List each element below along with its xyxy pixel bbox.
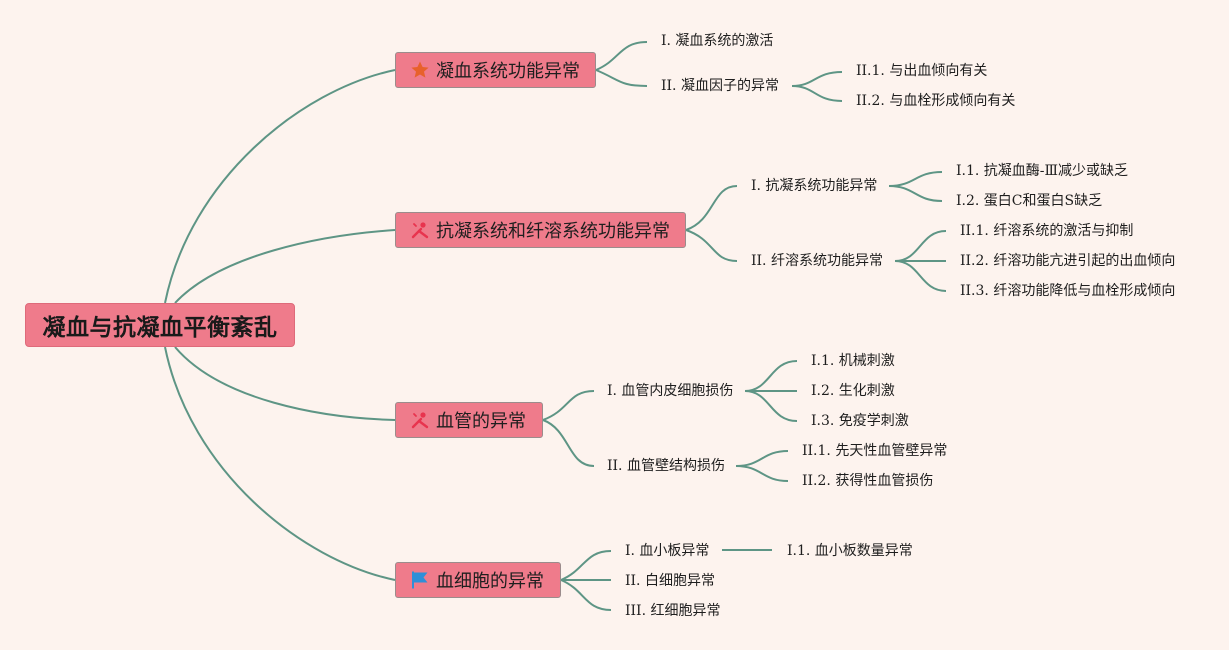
subtopic[interactable]: II. 纤溶系统功能异常: [751, 253, 883, 269]
leaf-topic[interactable]: I.2. 蛋白C和蛋白S缺乏: [956, 193, 1103, 209]
subtopic[interactable]: I. 抗凝系统功能异常: [751, 178, 878, 194]
subtopic[interactable]: II. 凝血因子的异常: [661, 78, 779, 94]
branch-label: 血细胞的异常: [436, 571, 544, 592]
edge-b1-c2: [595, 69, 648, 87]
root-label: 凝血与抗凝血平衡紊乱: [42, 315, 278, 341]
edge-b4-c3: [560, 579, 612, 611]
edge-b3c2-g2: [735, 465, 789, 482]
branch-label: 血管的异常: [436, 411, 526, 432]
edge-root-b2: [174, 229, 396, 304]
branch-label: 抗凝系统和纤溶系统功能异常: [436, 221, 670, 242]
leaf-topic[interactable]: II.2. 纤溶功能亢进引起的出血倾向: [960, 253, 1176, 269]
edge-b3c1-g1: [744, 360, 798, 392]
leaf-topic[interactable]: II.1. 与出血倾向有关: [856, 63, 988, 79]
edge-b1-c1: [595, 41, 648, 71]
edge-b3-c2: [542, 419, 595, 467]
edge-b2-c1: [685, 185, 738, 231]
leaf-topic[interactable]: II.2. 获得性血管损伤: [802, 473, 934, 489]
edge-root-b4: [164, 346, 396, 581]
leaf-topic[interactable]: I.1. 血小板数量异常: [787, 543, 913, 559]
edge-b1c2-g1: [791, 71, 843, 87]
subtopic[interactable]: III. 红细胞异常: [625, 603, 721, 619]
flag-icon: [410, 570, 430, 590]
star-icon: [410, 60, 430, 80]
leaf-topic[interactable]: II.3. 纤溶功能降低与血栓形成倾向: [960, 283, 1176, 299]
branch-label: 凝血系统功能异常: [436, 61, 580, 82]
edge-b2c2-g3: [894, 260, 947, 292]
edge-b1c2-g2: [791, 85, 843, 102]
leaf-topic[interactable]: I.3. 免疫学刺激: [811, 413, 909, 429]
edge-b2c1-g2: [888, 185, 943, 202]
branch-coagulation[interactable]: 凝血系统功能异常: [395, 52, 596, 88]
subtopic[interactable]: II. 血管壁结构损伤: [607, 458, 725, 474]
subtopic[interactable]: I. 血管内皮细胞损伤: [607, 383, 734, 399]
leaf-topic[interactable]: II.2. 与血栓形成倾向有关: [856, 93, 1016, 109]
leaf-topic[interactable]: I.1. 机械刺激: [811, 353, 895, 369]
subtopic[interactable]: II. 白细胞异常: [625, 573, 715, 589]
branch-vascular[interactable]: 血管的异常: [395, 402, 543, 438]
subtopic[interactable]: I. 血小板异常: [625, 543, 710, 559]
tools-icon: [410, 220, 430, 240]
root-node[interactable]: 凝血与抗凝血平衡紊乱: [25, 303, 295, 347]
branch-blood-cells[interactable]: 血细胞的异常: [395, 562, 561, 598]
edge-root-b1: [164, 69, 396, 304]
edge-b2c1-g1: [888, 171, 943, 187]
leaf-topic[interactable]: II.1. 纤溶系统的激活与抑制: [960, 223, 1134, 239]
branch-anticoagulation-fibrinolysis[interactable]: 抗凝系统和纤溶系统功能异常: [395, 212, 686, 248]
edge-b3c2-g1: [735, 450, 789, 467]
leaf-topic[interactable]: II.1. 先天性血管壁异常: [802, 443, 948, 459]
edge-b2c2-g1: [894, 230, 947, 262]
edge-b2-c2: [685, 229, 738, 262]
tools-icon: [410, 410, 430, 430]
edge-b4-c1: [560, 550, 612, 581]
edge-b3c1-g3: [744, 390, 798, 422]
leaf-topic[interactable]: I.2. 生化刺激: [811, 383, 895, 399]
subtopic[interactable]: I. 凝血系统的激活: [661, 33, 774, 49]
edge-root-b3: [174, 346, 396, 421]
edge-b3-c1: [542, 390, 595, 421]
leaf-topic[interactable]: I.1. 抗凝血酶-Ⅲ减少或缺乏: [956, 163, 1129, 179]
